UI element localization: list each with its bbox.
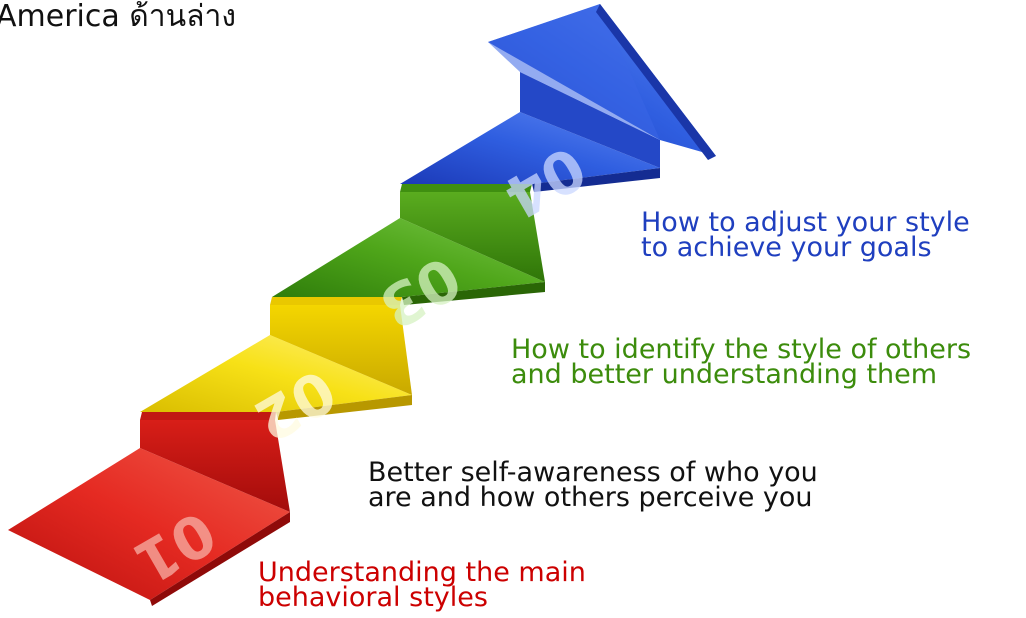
- step-03: [272, 184, 545, 305]
- arrow-head-left: [488, 4, 660, 140]
- step-02-riser-top: [270, 297, 402, 305]
- step-03-riser: [400, 192, 545, 282]
- step-02-tread: [140, 335, 412, 412]
- step-04-front: [532, 168, 660, 192]
- step-04-tread: [400, 112, 660, 184]
- step-02-caption-line2: are and how others perceive you: [368, 482, 813, 513]
- step-01-caption-line1: Understanding the main: [258, 557, 586, 588]
- step-01-riser-top: [140, 412, 276, 420]
- step-04-caption-line1: How to adjust your style: [641, 207, 970, 238]
- step-03-caption: How to identify the style of others and …: [511, 334, 972, 390]
- step-03-front: [402, 282, 545, 305]
- page-title: America ด้านล่าง: [0, 0, 236, 34]
- step-03-caption-line2: and better understanding them: [511, 359, 938, 390]
- step-01-caption-line2: behavioral styles: [258, 582, 488, 613]
- step-03-caption-line1: How to identify the style of others: [511, 334, 972, 365]
- step-02: [140, 297, 412, 420]
- step-04: [400, 4, 716, 192]
- step-01-tread: [8, 448, 290, 600]
- step-01-front: [150, 512, 290, 606]
- step-02-caption: Better self-awareness of who you are and…: [368, 457, 818, 513]
- step-02-front: [276, 395, 412, 420]
- step-04-caption-line2: to achieve your goals: [641, 232, 932, 263]
- step-01-riser: [140, 420, 290, 512]
- step-01: [8, 412, 290, 606]
- step-01-caption: Understanding the main behavioral styles: [258, 557, 586, 613]
- step-02-caption-line1: Better self-awareness of who you: [368, 457, 818, 488]
- arrow-head-edge: [596, 4, 716, 160]
- arrow-shaft-side: [520, 72, 660, 168]
- step-02-riser: [270, 305, 412, 395]
- step-04-caption: How to adjust your style to achieve your…: [641, 207, 970, 263]
- step-03-riser-top: [400, 184, 532, 192]
- step-03-tread: [272, 218, 545, 297]
